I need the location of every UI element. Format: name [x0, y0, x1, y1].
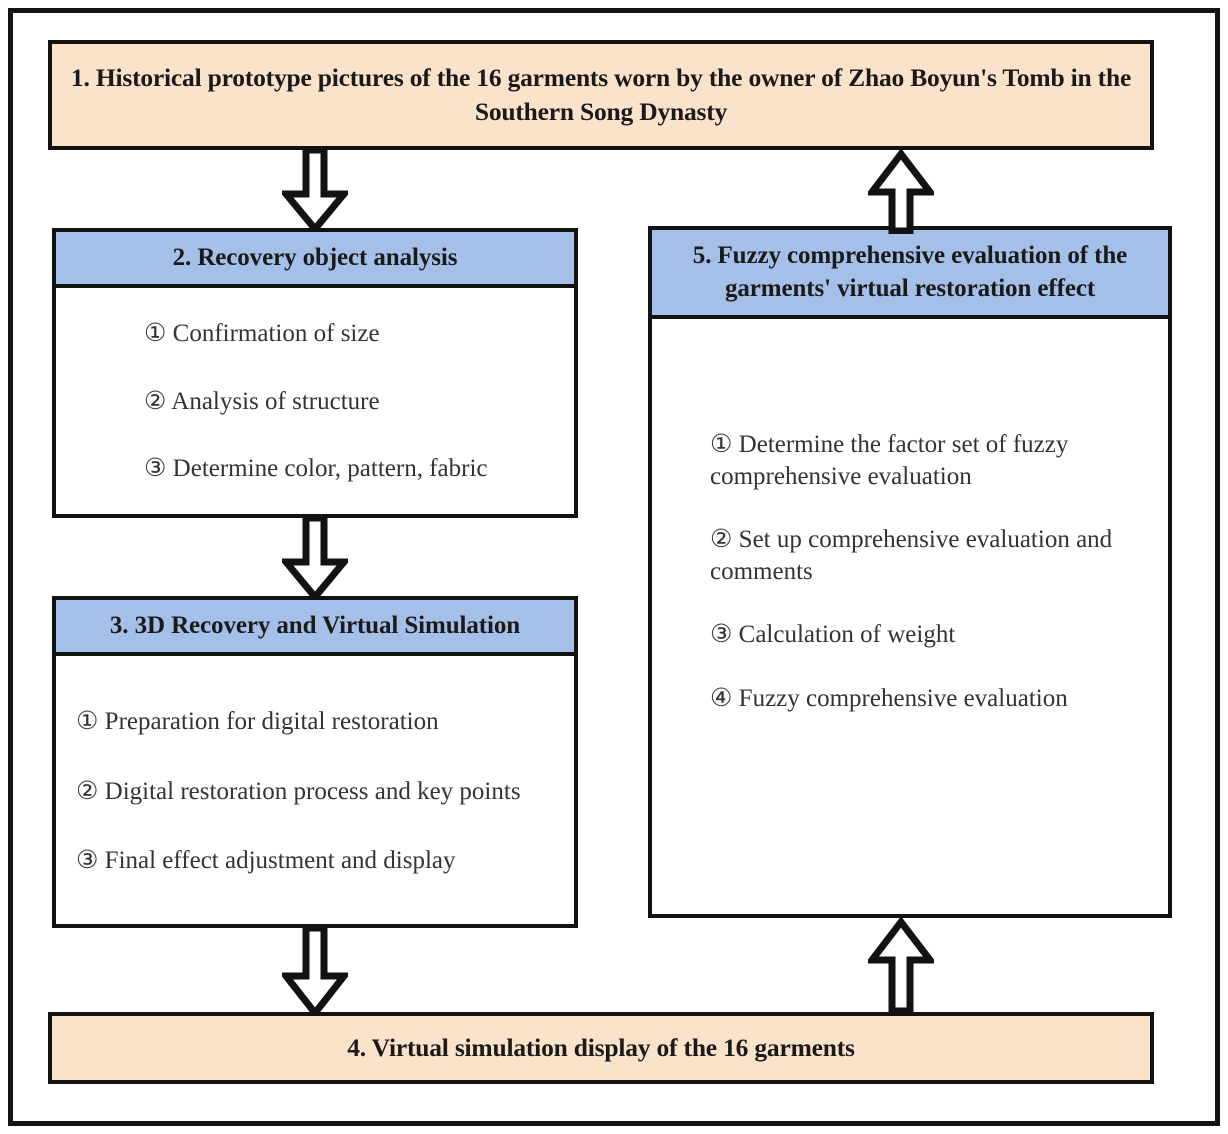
list-item: ① Determine the factor set of fuzzy comp…	[710, 431, 1069, 490]
arrow-box4-to-box5	[868, 918, 934, 1014]
flow-node-2-body: ① Confirmation of size ② Analysis of str…	[56, 288, 574, 499]
flow-node-1-title: 1. Historical prototype pictures of the …	[70, 62, 1132, 126]
flow-node-5: 5. Fuzzy comprehensive evaluation of the…	[648, 226, 1172, 918]
list-item: ① Confirmation of size	[144, 320, 380, 347]
flow-node-2-item-list: ① Confirmation of size ② Analysis of str…	[144, 318, 560, 485]
flow-node-3: 3. 3D Recovery and Virtual Simulation ① …	[52, 596, 578, 928]
flow-node-5-title: 5. Fuzzy comprehensive evaluation of the…	[652, 230, 1168, 319]
flow-node-2-title: 2. Recovery object analysis	[56, 232, 574, 288]
arrow-box3-to-box4	[282, 928, 348, 1016]
arrow-box5-to-box1	[868, 150, 934, 234]
list-item: ③ Determine color, pattern, fabric	[144, 455, 488, 482]
list-item: ③ Calculation of weight	[710, 621, 956, 648]
list-item: ② Set up comprehensive evaluation and co…	[710, 526, 1113, 585]
flow-node-3-body: ① Preparation for digital restoration ② …	[56, 656, 574, 887]
list-item: ③ Final effect adjustment and display	[76, 847, 456, 874]
flow-node-3-item-list: ① Preparation for digital restoration ② …	[76, 706, 564, 877]
flow-node-2: 2. Recovery object analysis ① Confirmati…	[52, 228, 578, 518]
list-item: ② Digital restoration process and key po…	[76, 777, 521, 805]
list-item: ① Preparation for digital restoration	[76, 708, 439, 735]
flow-node-4: 4. Virtual simulation display of the 16 …	[48, 1012, 1154, 1084]
flow-node-5-item-list: ① Determine the factor set of fuzzy comp…	[710, 429, 1152, 714]
flow-node-5-body: ① Determine the factor set of fuzzy comp…	[652, 319, 1168, 730]
list-item: ④ Fuzzy comprehensive evaluation	[710, 684, 1068, 712]
list-item: ② Analysis of structure	[144, 387, 380, 415]
flow-node-3-title: 3. 3D Recovery and Virtual Simulation	[56, 600, 574, 656]
flow-node-1: 1. Historical prototype pictures of the …	[48, 40, 1154, 150]
arrow-box2-to-box3	[282, 518, 348, 600]
flow-node-4-title: 4. Virtual simulation display of the 16 …	[347, 1032, 855, 1062]
arrow-box1-to-box2	[282, 150, 348, 232]
